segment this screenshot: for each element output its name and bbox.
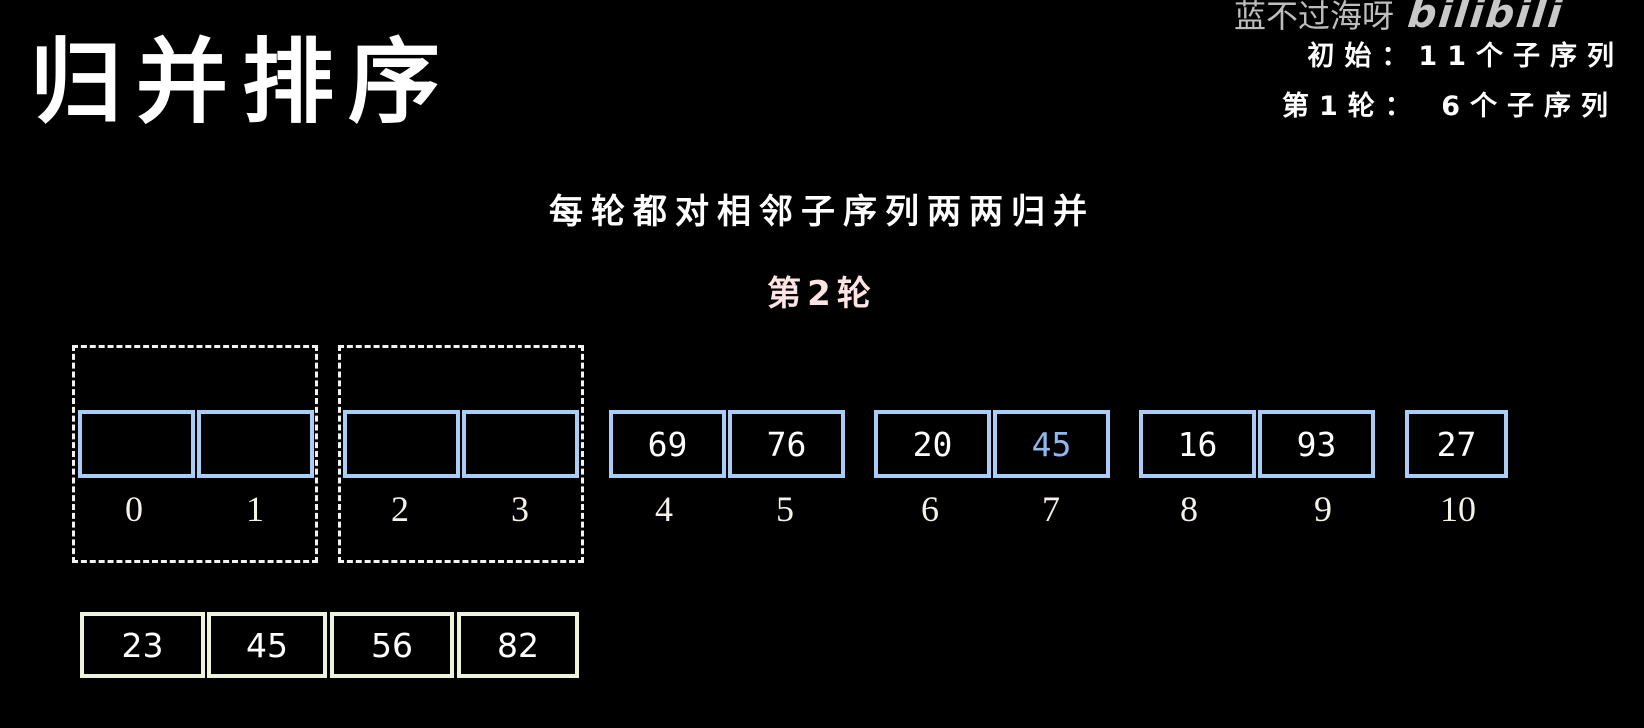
merged-cell-0: 23 [80, 612, 205, 678]
array-cell-4: 69 [609, 410, 726, 478]
merged-cell-3: 82 [457, 612, 579, 678]
index-label-8: 8 [1180, 489, 1198, 529]
array-cell-2 [343, 410, 460, 478]
array-cell-8: 16 [1139, 410, 1256, 478]
index-label-6: 6 [921, 489, 939, 529]
index-label-10: 10 [1440, 489, 1476, 529]
index-label-4: 4 [655, 489, 673, 529]
index-label-3: 3 [511, 489, 529, 529]
merged-cell-2: 56 [330, 612, 454, 678]
round-label: 第2轮 [767, 274, 877, 314]
bilibili-logo-icon: bilibili [1405, 0, 1566, 37]
array-cell-9: 93 [1258, 410, 1375, 478]
subtitle: 每轮都对相邻子序列两两归并 [549, 192, 1095, 232]
index-label-1: 1 [246, 489, 264, 529]
index-label-5: 5 [776, 489, 794, 529]
array-cell-10: 27 [1405, 410, 1508, 478]
array-cell-5: 76 [728, 410, 845, 478]
index-label-0: 0 [125, 489, 143, 529]
status-round1-count: 第1轮： 6个子序列 [1282, 91, 1618, 122]
merge-group-box-0-1 [72, 345, 318, 563]
watermark: 蓝不过海呀 bilibili [1234, 0, 1566, 37]
array-cell-7: 45 [993, 410, 1110, 478]
watermark-author: 蓝不过海呀 [1234, 0, 1395, 35]
array-cell-3 [462, 410, 579, 478]
page-title: 归并排序 [30, 29, 455, 136]
array-cell-1 [197, 410, 314, 478]
index-label-2: 2 [391, 489, 409, 529]
array-cell-0 [78, 410, 195, 478]
index-label-9: 9 [1314, 489, 1332, 529]
status-initial-count: 初始：11个子序列 [1307, 41, 1624, 72]
merge-group-box-2-3 [338, 345, 584, 563]
array-cell-6: 20 [874, 410, 991, 478]
index-label-7: 7 [1042, 489, 1060, 529]
merged-cell-1: 45 [207, 612, 327, 678]
